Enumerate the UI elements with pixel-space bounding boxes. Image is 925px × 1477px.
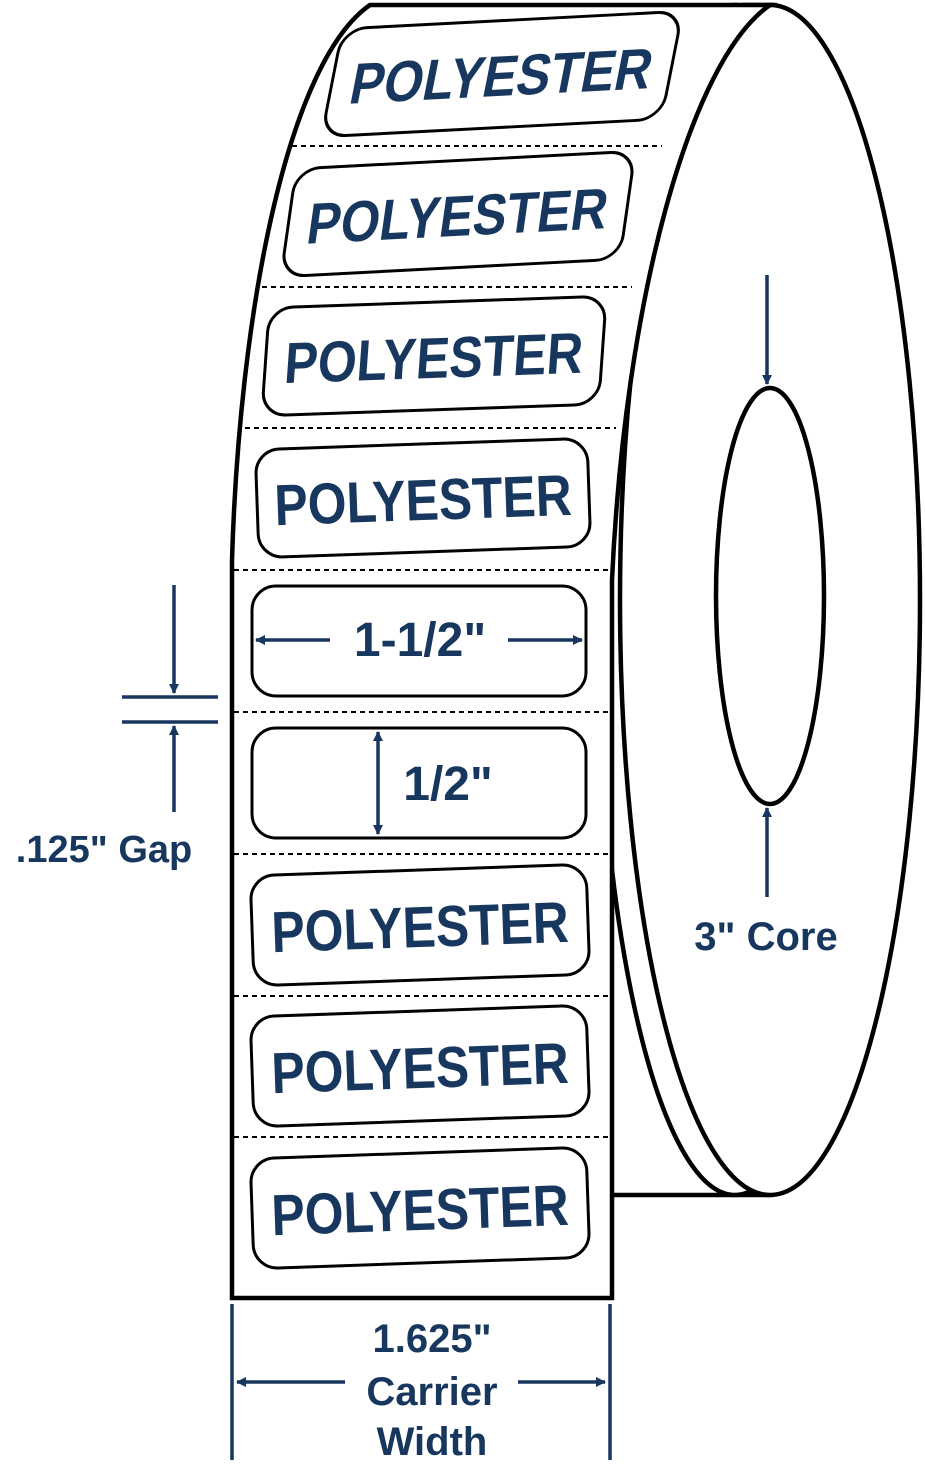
label-height-text: 1/2" [403,758,492,811]
label-4: POLYESTER [254,437,592,559]
carrier-width-line3: Width [377,1420,488,1464]
core-hole [713,385,827,807]
label-6-height-dimension: 1/2" [250,726,588,840]
carrier-width-line1: 1.625" [372,1317,491,1361]
core-text: 3" Core [694,915,837,959]
label-2: POLYESTER [282,151,634,277]
label-width-text: 1-1/2" [354,614,486,667]
gap-text: .125" Gap [16,829,192,871]
label-1: POLYESTER [324,11,680,137]
label-text: POLYESTER [303,176,612,256]
label-7: POLYESTER [249,863,591,987]
label-text: POLYESTER [273,463,573,538]
label-text: POLYESTER [270,1031,570,1106]
gap-dimension: .125" Gap [16,585,218,871]
label-text: POLYESTER [270,890,570,965]
core-dimension: 3" Core [694,275,838,959]
label-9: POLYESTER [249,1146,591,1270]
carrier-width-dimension: 1.625" Carrier Width [230,1304,612,1464]
label-5-width-dimension: 1-1/2" [250,584,588,698]
carrier-width-line2: Carrier [366,1370,497,1414]
label-8: POLYESTER [249,1004,591,1128]
label-3: POLYESTER [261,295,607,417]
label-text: POLYESTER [282,321,585,396]
label-text: POLYESTER [270,1173,570,1248]
roll-side [594,2,923,1198]
perforations [234,145,662,1138]
